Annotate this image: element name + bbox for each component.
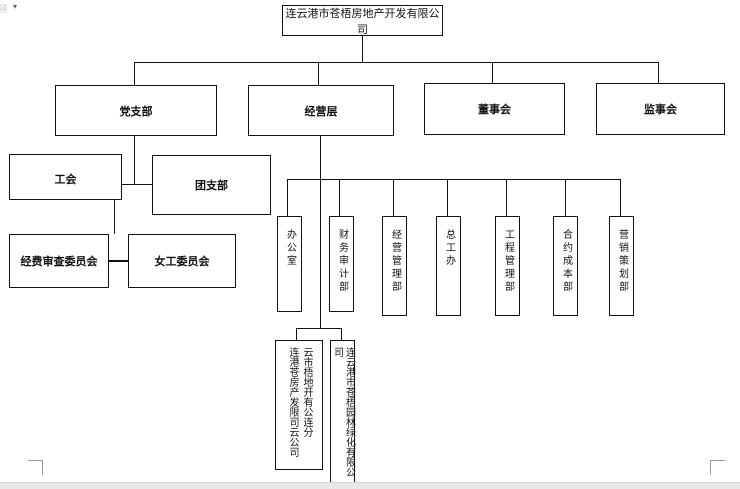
department-box[interactable]: 办公室: [277, 216, 302, 312]
connector: [658, 62, 659, 83]
connector: [134, 136, 135, 184]
chevron-down-icon[interactable]: ▾: [13, 2, 18, 11]
document-icon[interactable]: 🗎: [0, 4, 8, 14]
branch-company-label-col2: 连港苍房产发限司云公司: [287, 347, 298, 457]
department-label: 工程管理部: [502, 229, 514, 294]
management-box[interactable]: 经营层: [248, 85, 394, 136]
connector: [565, 179, 566, 216]
connector: [393, 179, 394, 216]
root-company-box[interactable]: 连云港市苍梧房地产开发有限公司: [282, 5, 443, 36]
landscape-company-label: 连云港市苍梧园林绿化有限公司: [331, 347, 355, 477]
department-box[interactable]: 财务审计部: [329, 216, 354, 312]
board-box[interactable]: 董事会: [424, 83, 565, 135]
management-label: 经营层: [304, 105, 338, 118]
connector: [506, 179, 507, 216]
department-label: 办公室: [284, 229, 296, 268]
connector: [296, 328, 341, 329]
party-branch-label: 党支部: [119, 105, 153, 118]
connector: [114, 200, 115, 234]
branch-company-label-col1: 云市梧地开有公连分: [301, 347, 312, 437]
connector: [287, 179, 288, 216]
department-label: 营销策划部: [616, 229, 628, 294]
supervisors-label: 监事会: [644, 104, 677, 116]
union-label: 工会: [54, 174, 77, 186]
department-label: 经营管理部: [389, 229, 401, 294]
audit-committee-label: 经费审查委员会: [20, 256, 98, 268]
connector: [108, 260, 128, 262]
women-committee-label: 女工委员会: [154, 256, 210, 268]
department-box[interactable]: 经营管理部: [382, 216, 407, 316]
supervisors-box[interactable]: 监事会: [596, 83, 725, 135]
connector: [114, 184, 152, 185]
page-bottom-edge: [0, 482, 740, 489]
connector: [492, 62, 493, 83]
connector: [134, 62, 659, 63]
department-label: 总工办: [443, 229, 455, 268]
connector: [339, 179, 340, 216]
connector: [320, 136, 321, 328]
connector: [134, 62, 135, 86]
branch-company-box[interactable]: 云市梧地开有公连分 连港苍房产发限司云公司: [275, 340, 323, 470]
department-box[interactable]: 总工办: [436, 216, 461, 316]
department-label: 财务审计部: [336, 229, 348, 294]
connector: [447, 179, 448, 216]
party-branch-box[interactable]: 党支部: [55, 85, 217, 136]
landscape-company-box[interactable]: 连云港市苍梧园林绿化有限公司: [330, 340, 355, 483]
connector: [318, 62, 319, 86]
root-company-label: 连云港市苍梧房地产开发有限公司: [285, 7, 440, 36]
department-box[interactable]: 工程管理部: [495, 216, 520, 316]
youth-league-label: 团支部: [195, 180, 228, 192]
page-corner-mark: [28, 460, 43, 475]
youth-league-box[interactable]: 团支部: [152, 155, 271, 215]
connector: [296, 328, 297, 340]
department-box[interactable]: 合约成本部: [553, 216, 578, 316]
connector: [620, 179, 621, 216]
connector: [287, 179, 621, 180]
department-box[interactable]: 营销策划部: [609, 216, 634, 316]
audit-committee-box[interactable]: 经费审查委员会: [9, 234, 109, 288]
connector: [341, 328, 342, 340]
page-corner-mark: [710, 460, 725, 475]
union-box[interactable]: 工会: [9, 154, 122, 200]
women-committee-box[interactable]: 女工委员会: [128, 234, 236, 288]
board-label: 董事会: [478, 104, 511, 116]
connector: [362, 36, 363, 62]
department-label: 合约成本部: [560, 229, 572, 294]
